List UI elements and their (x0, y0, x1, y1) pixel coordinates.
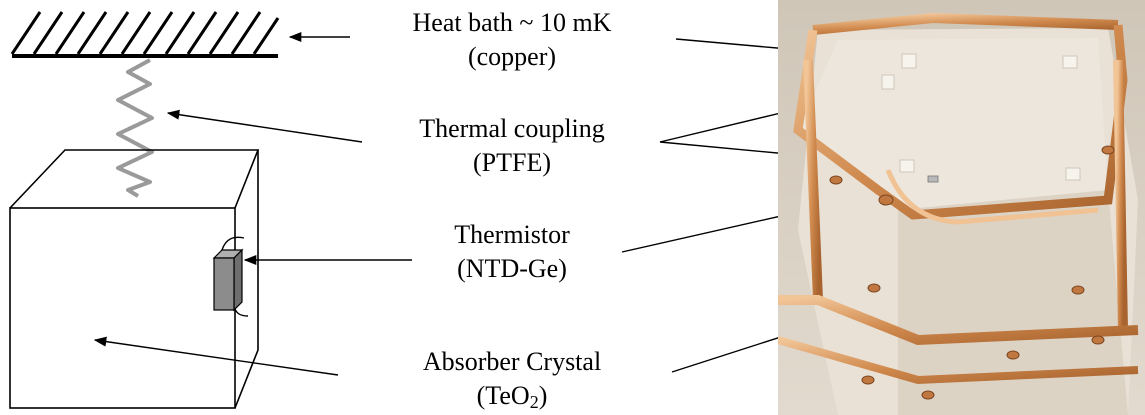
thermal-coupling-label-line1: Thermal coupling (419, 114, 605, 143)
photo-coupling-arrow-2 (659, 141, 780, 154)
heat-bath-symbol (10, 11, 280, 58)
absorber-label-line1: Absorber Crystal (422, 347, 602, 376)
photo-thermistor-arrow (621, 215, 780, 253)
photo-heat-bath-arrow (675, 38, 780, 49)
bolometer-schematic (9, 11, 780, 409)
photo-absorber-arrow (671, 336, 780, 373)
thermistor-label: Thermistor (NTD-Ge) (362, 218, 662, 286)
thermal-coupling-label-line2: (PTFE) (473, 148, 551, 177)
thermistor-element (212, 236, 249, 317)
thermal-coupling-arrow (166, 109, 363, 143)
absorber-formula-close: ) (538, 381, 548, 410)
detector-photo (778, 0, 1145, 415)
heat-bath-label-line1: Heat bath ~ 10 mK (412, 8, 612, 37)
thermistor-label-line1: Thermistor (454, 220, 570, 249)
absorber-formula-main: (TeO (476, 381, 530, 410)
heat-bath-label-line2: (copper) (467, 42, 557, 71)
absorber-label: Absorber Crystal (TeO2) (362, 345, 662, 415)
photo-coupling-arrow-1 (659, 112, 780, 143)
thermistor-label-line2: (NTD-Ge) (457, 254, 567, 283)
thermal-coupling-label: Thermal coupling (PTFE) (362, 112, 662, 180)
thermal-coupling-spring (116, 58, 154, 198)
absorber-formula-subscript: 2 (529, 392, 539, 412)
absorber-label-line2: (TeO2) (362, 379, 662, 415)
heat-bath-label: Heat bath ~ 10 mK (copper) (362, 6, 662, 74)
absorber-arrow (93, 336, 339, 376)
